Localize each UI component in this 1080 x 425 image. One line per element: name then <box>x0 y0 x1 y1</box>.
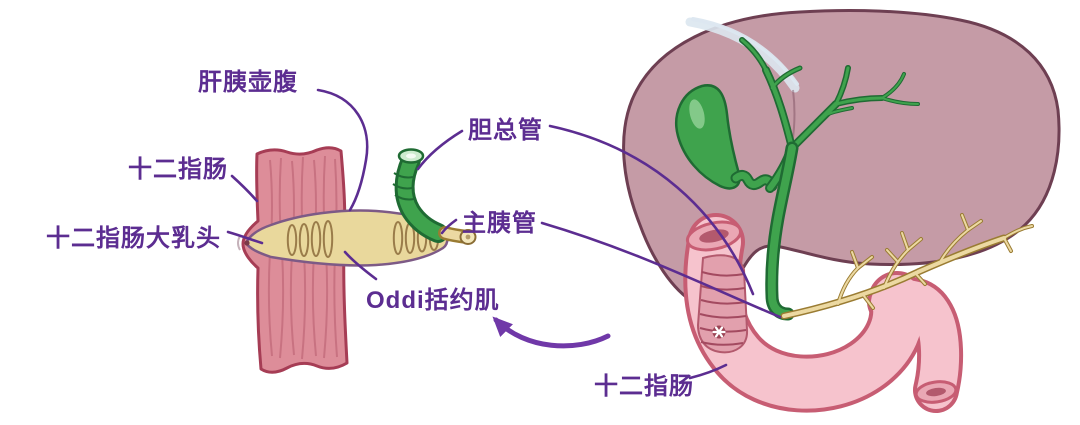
leader-duodenum-detail <box>230 174 259 203</box>
label-duodenum-detail: 十二指肠 <box>128 156 228 183</box>
leader-ampulla <box>316 88 369 212</box>
leader-lines <box>226 88 782 380</box>
leader-mpd-left <box>440 218 458 235</box>
leader-duodenum-overview <box>688 363 728 380</box>
pancreatic-duct-tree <box>780 213 1034 320</box>
papilla-star-marker <box>712 325 726 339</box>
leader-cbd-left <box>416 129 464 171</box>
label-sphincter-of-oddi: Oddi括约肌 <box>366 287 500 314</box>
duodenum-overview <box>683 213 964 413</box>
main-pancreatic-duct-detail <box>438 226 477 245</box>
leader-cbd-right <box>548 124 755 296</box>
leader-mpd-right <box>540 221 782 319</box>
label-duodenum-overview: 十二指肠 <box>594 373 694 400</box>
label-hepatopancreatic-ampulla: 肝胰壶腹 <box>198 69 298 96</box>
label-main-pancreatic-duct: 主胰管 <box>462 210 537 237</box>
papilla-opening <box>244 240 250 246</box>
common-bile-duct-detail <box>392 148 448 243</box>
zoom-arrow-icon <box>492 316 611 349</box>
label-common-bile-duct: 胆总管 <box>468 117 543 144</box>
leader-papilla <box>226 230 264 245</box>
label-major-duodenal-papilla: 十二指肠大乳头 <box>46 225 221 252</box>
common-bile-duct-overview <box>765 141 799 321</box>
gallbladder <box>675 84 778 192</box>
leader-oddi <box>343 250 378 281</box>
